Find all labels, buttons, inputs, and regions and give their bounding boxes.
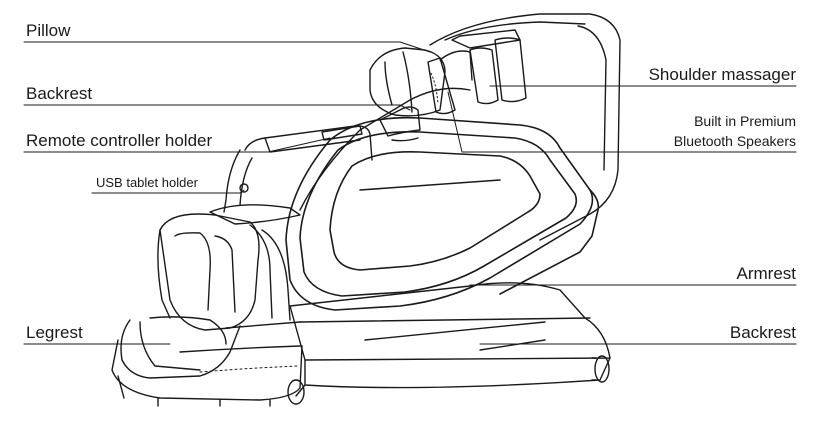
chair-base-frame: [289, 282, 611, 397]
label-speakers-line2: Bluetooth Speakers: [673, 133, 796, 149]
front-wheel: [287, 379, 305, 405]
label-legrest: Legrest: [26, 323, 83, 342]
label-backrest-left: Backrest: [26, 84, 93, 103]
leader-usb-holder: [91, 189, 245, 194]
leader-lines: [23, 41, 797, 345]
leader-speakers: [447, 91, 797, 153]
label-backrest-right: Backrest: [729, 323, 796, 342]
label-shoulder-massager: Shoulder massager: [648, 65, 796, 84]
backrest-illustration: [299, 87, 471, 211]
label-armrest: Armrest: [736, 264, 797, 283]
label-remote-controller-holder: Remote controller holder: [26, 131, 213, 150]
label-pillow: Pillow: [26, 21, 71, 40]
main-shell-illustration: [285, 116, 600, 311]
seat-illustration: [209, 204, 301, 329]
legrest-illustration: [111, 213, 303, 407]
leader-remote-holder: [23, 137, 331, 153]
rear-wheel: [591, 355, 610, 383]
leader-pillow: [23, 41, 431, 53]
leader-backrest-left: [23, 104, 411, 111]
label-speakers-line1: Built in Premium: [694, 113, 796, 129]
shoulder-hood-illustration: [427, 13, 621, 241]
label-usb-tablet-holder: USB tablet holder: [96, 175, 198, 190]
massage-chair-illustration: [111, 13, 621, 407]
pillow-illustration: [369, 47, 473, 117]
